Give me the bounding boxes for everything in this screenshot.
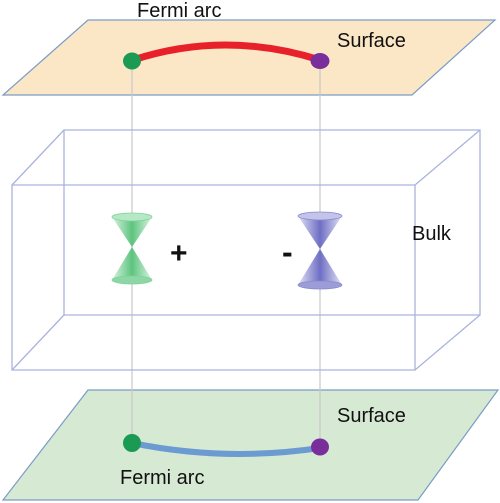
top-surface-label: Surface: [337, 30, 406, 52]
bulk-box: [11, 129, 481, 371]
weyl-cone-negative-icon: [297, 211, 343, 290]
bottom-surface-plane: [1, 389, 500, 501]
minus-chirality-label: -: [282, 234, 293, 270]
weyl-cone-positive-icon: [111, 212, 153, 285]
plus-chirality-label: +: [170, 237, 188, 270]
top-green-node-dot: [123, 52, 141, 70]
bottom-fermi-arc-label: Fermi arc: [120, 467, 204, 489]
bottom-fermi-arc-curve: [129, 440, 323, 457]
top-purple-node-dot: [310, 53, 330, 69]
top-surface-plane: [1, 19, 497, 96]
bottom-purple-node-dot: [311, 438, 329, 456]
bottom-green-node-dot: [123, 434, 141, 452]
bottom-surface-label: Surface: [337, 405, 406, 427]
top-fermi-arc-label: Fermi arc: [137, 0, 221, 22]
bulk-label: Bulk: [412, 223, 452, 245]
top-fermi-arc-curve: [129, 41, 324, 64]
